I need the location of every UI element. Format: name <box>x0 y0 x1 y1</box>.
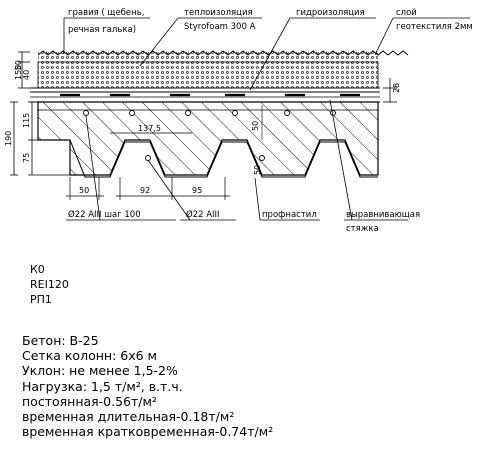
label-geotextile-sub: геотекстиля 2мм <box>396 22 473 32</box>
label-rebar: Ø22 AIII <box>186 209 220 220</box>
label-screed: выравнивающая <box>346 210 420 220</box>
label-rebar-step: Ø22 AIII шаг 100 <box>68 209 141 220</box>
dim-rib-50: 50 <box>253 165 262 175</box>
dim-right-28: 28 <box>392 83 401 93</box>
dim-bottom-50: 50 <box>79 186 89 195</box>
left-dimension-chain <box>10 51 70 176</box>
dim-left-mid2: 40 <box>22 70 31 80</box>
label-screed-sub: стяжка <box>346 224 379 234</box>
label-waterproofing: гидроизоляция <box>296 8 365 18</box>
insulation-layer <box>37 61 379 89</box>
dim-left-rib: 75 <box>22 153 31 163</box>
dim-left-slab: 115 <box>22 113 31 128</box>
spec-line: постоянная-0.56т/м² <box>22 393 157 409</box>
classification-codes: К0 REI120 РП1 <box>30 262 69 307</box>
dim-left-total: 190 <box>4 131 13 146</box>
spec-line: временная кратковременная-0.74т/м² <box>22 424 274 440</box>
dim-mid-50: 50 <box>251 121 260 131</box>
label-insulation-sub: Styrofoam 300 A <box>184 22 256 32</box>
class-code: РП1 <box>30 293 52 306</box>
class-code: К0 <box>30 263 45 276</box>
spec-line: Бетон: В-25 <box>22 333 99 348</box>
bottom-leaders <box>66 99 408 221</box>
dim-137: 137,5 <box>138 124 161 133</box>
label-insulation: теплоизоляция <box>184 8 253 18</box>
specifications: Бетон: В-25 Сетка колонн: 6х6 м Уклон: н… <box>22 333 273 439</box>
dim-bottom-92: 92 <box>140 186 150 195</box>
label-gravel-1: гравия ( щебень, <box>68 8 144 18</box>
profiled-deck <box>38 139 378 178</box>
spec-line: Уклон: не менее 1,5-2% <box>22 363 178 379</box>
rebar-circles <box>83 110 336 161</box>
concrete-slab <box>37 101 379 176</box>
label-gravel-2: речная галька) <box>68 25 136 35</box>
dim-left-mid: 150 <box>14 65 23 80</box>
label-profdeck: профнастил <box>262 210 317 220</box>
roof-section-drawing: 50 150 40 115 75 190 28 50 50 50 92 95 1… <box>4 8 473 234</box>
membrane-lines <box>30 87 380 103</box>
gravel-layer <box>37 50 409 62</box>
class-code: REI120 <box>30 278 69 291</box>
dim-left-top: 50 <box>14 60 23 70</box>
right-dimension <box>383 78 397 103</box>
top-leaders <box>63 17 470 91</box>
label-geotextile: слой <box>396 8 417 18</box>
spec-line: Нагрузка: 1,5 т/м², в.т.ч. <box>22 378 183 394</box>
spec-line: Сетка колонн: 6х6 м <box>22 348 157 364</box>
spec-line: временная длительная-0.18т/м² <box>22 409 235 425</box>
dim-bottom-95: 95 <box>192 186 202 195</box>
